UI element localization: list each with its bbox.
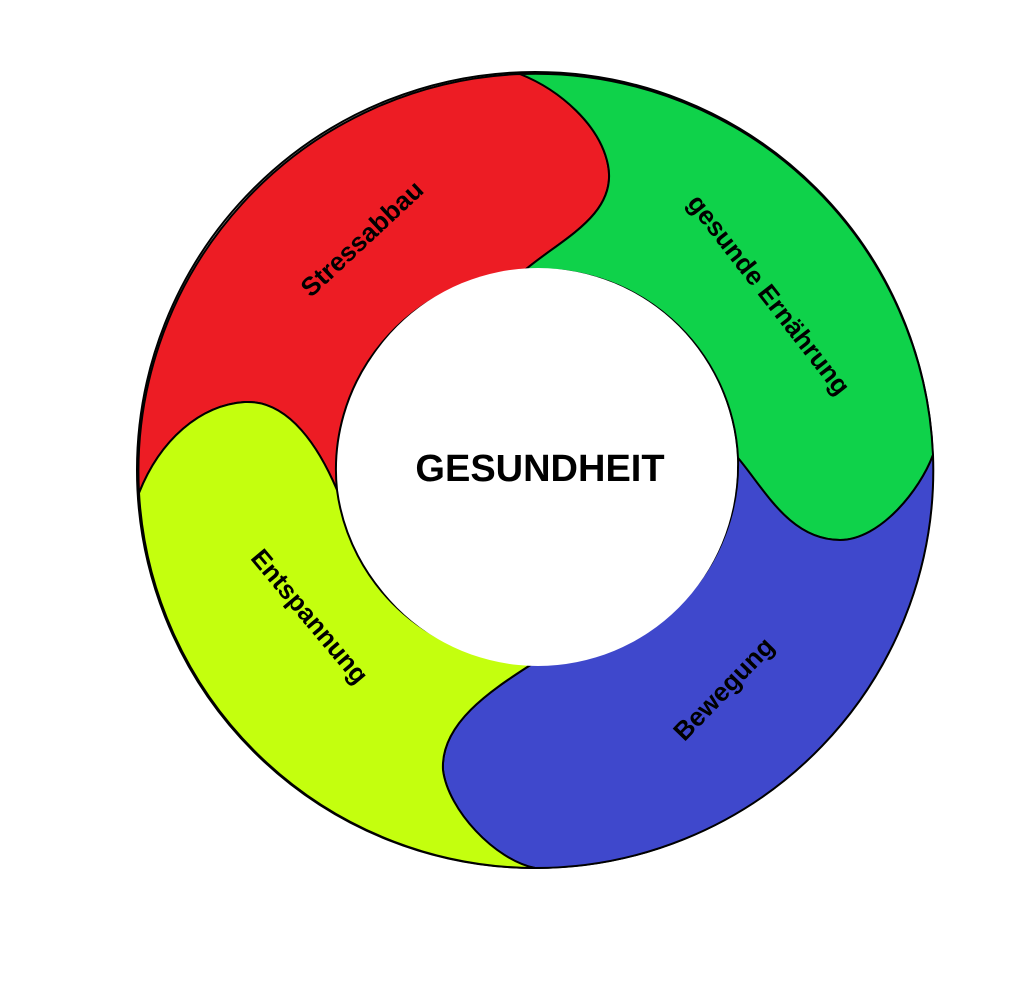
segment-relaxation	[137, 400, 539, 869]
center-label: GESUNDHEIT	[415, 448, 664, 490]
center-circle	[339, 268, 737, 666]
